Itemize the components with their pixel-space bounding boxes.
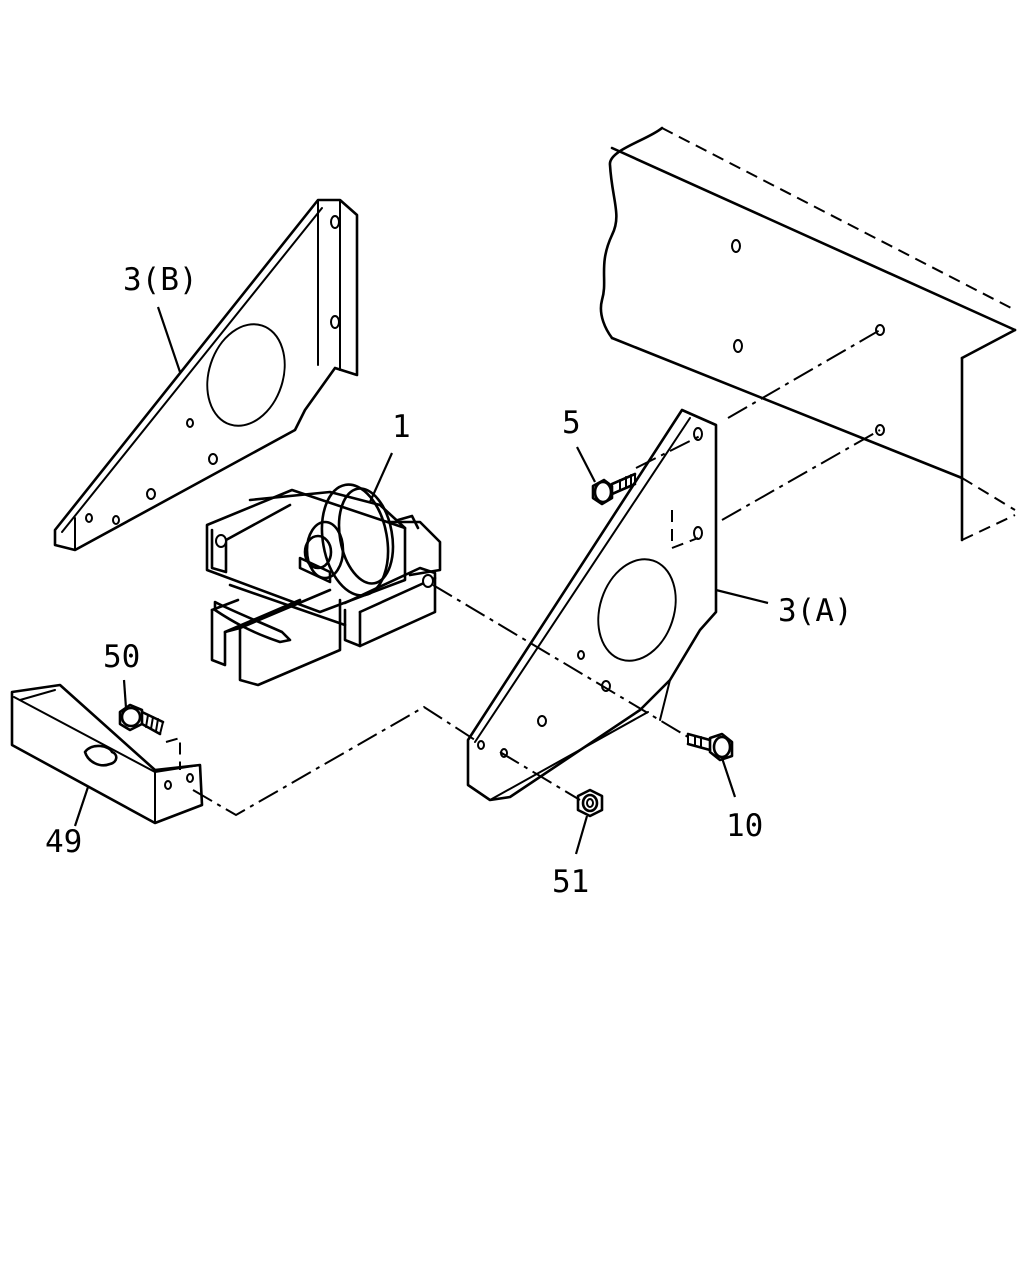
callout-10: 10 (726, 808, 763, 844)
nut-51 (576, 788, 604, 818)
winch-assembly (205, 483, 442, 687)
bracket-3b (53, 198, 359, 552)
bracket-3a (466, 408, 718, 802)
bolt-5 (591, 472, 637, 506)
frame-rail (599, 126, 1017, 542)
callout-1: 1 (392, 409, 411, 445)
callout-49: 49 (45, 824, 82, 860)
bolt-10 (686, 732, 734, 762)
leader-lines (73, 306, 769, 855)
assembly-lines (165, 329, 881, 817)
callout-3a: 3(A) (778, 593, 853, 629)
callout-51: 51 (552, 864, 589, 900)
callout-3b: 3(B) (123, 262, 198, 298)
bolt-50 (118, 703, 165, 736)
callout-5: 5 (562, 405, 581, 441)
callout-50: 50 (103, 639, 140, 675)
cover-49 (10, 683, 204, 825)
